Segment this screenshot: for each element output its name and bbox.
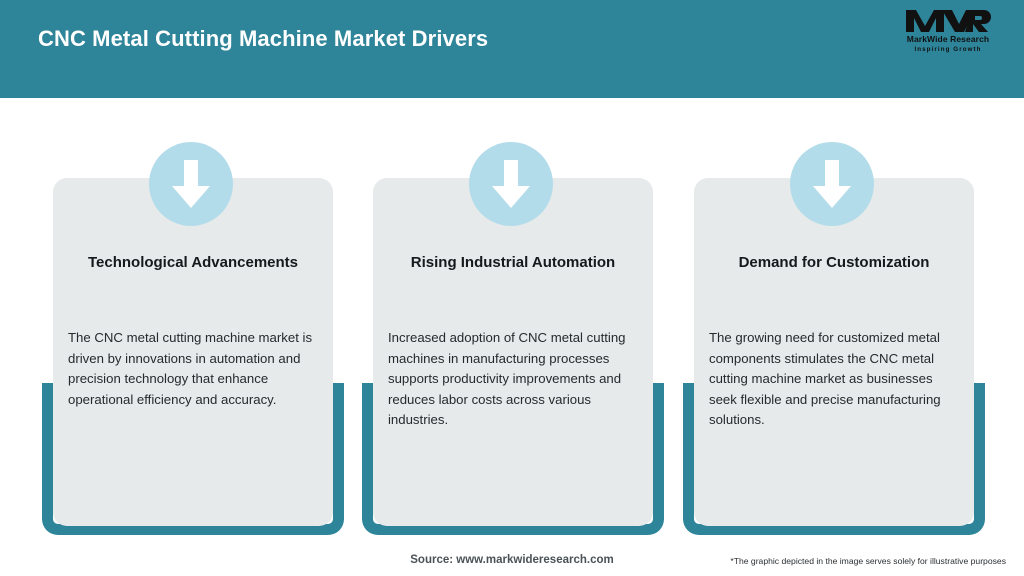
card-body: Technological Advancements The CNC metal… [53, 178, 333, 526]
logo-tagline: Inspiring Growth [914, 46, 982, 53]
card-bracket-accent [42, 383, 344, 535]
card-bracket-accent [683, 383, 985, 535]
driver-card-3: Demand for Customization The growing nee… [683, 98, 985, 538]
arrow-down-icon [469, 142, 553, 226]
disclaimer-note: *The graphic depicted in the image serve… [730, 556, 1006, 566]
card-description: The growing need for customized metal co… [709, 330, 941, 427]
card-bracket-accent [362, 383, 664, 535]
card-title: Demand for Customization [738, 254, 930, 271]
card-title: Rising Industrial Automation [410, 254, 616, 271]
arrow-down-icon [790, 142, 874, 226]
card-description: Increased adoption of CNC metal cutting … [388, 330, 626, 427]
logo-mark-icon [892, 8, 1004, 34]
header-bar: CNC Metal Cutting Machine Market Drivers… [0, 0, 1024, 98]
driver-card-1: Technological Advancements The CNC metal… [42, 98, 344, 538]
driver-card-2: Rising Industrial Automation Increased a… [362, 98, 664, 538]
source-label: Source: www.markwideresearch.com [410, 554, 614, 566]
page-title: CNC Metal Cutting Machine Market Drivers [38, 26, 489, 51]
card-body: Rising Industrial Automation Increased a… [373, 178, 653, 526]
card-title: Technological Advancements [87, 254, 299, 271]
arrow-down-icon [149, 142, 233, 226]
drivers-card-row: Technological Advancements The CNC metal… [0, 98, 1024, 538]
card-body: Demand for Customization The growing nee… [694, 178, 974, 526]
brand-logo: MarkWide Research Inspiring Growth [892, 8, 1004, 62]
card-description: The CNC metal cutting machine market is … [68, 330, 313, 407]
logo-name: MarkWide Research [906, 34, 990, 44]
